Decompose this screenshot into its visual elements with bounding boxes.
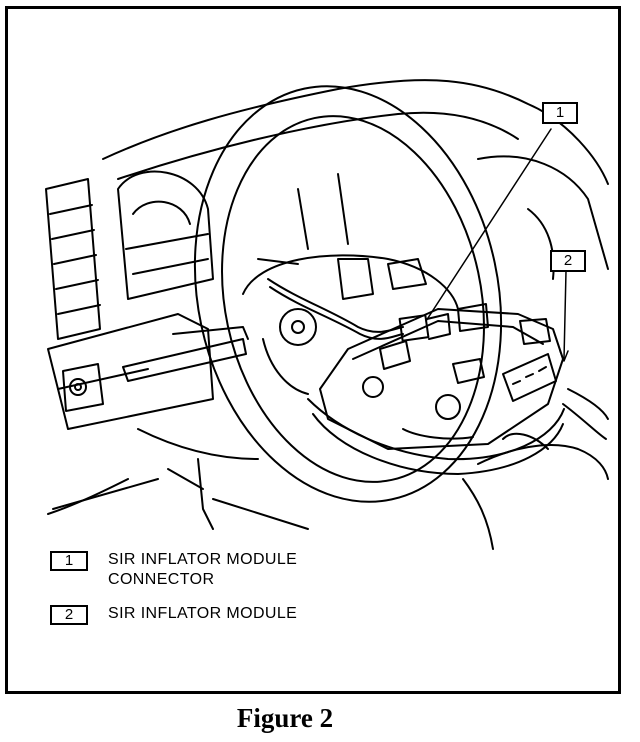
steering-wheel-hub bbox=[242, 254, 459, 395]
legend-label-2: SIR INFLATOR MODULE bbox=[108, 605, 298, 622]
hand-left bbox=[47, 478, 129, 515]
inflator-module bbox=[307, 303, 565, 475]
legend-number-1: 1 bbox=[50, 551, 88, 571]
steering-wheel-rim bbox=[193, 85, 503, 503]
figure-frame: 1 2 1 SIR INFLATOR MODULE CONNECTOR 2 SI… bbox=[5, 6, 621, 694]
wiring-harness bbox=[267, 278, 404, 333]
legend-number-2: 2 bbox=[50, 605, 88, 625]
air-vent-left bbox=[45, 178, 101, 340]
leader-line-1 bbox=[425, 128, 552, 322]
headlamp-switch-knob bbox=[62, 363, 104, 412]
hand-right bbox=[462, 388, 609, 550]
callout-1: 1 bbox=[542, 102, 578, 124]
legend-item-1: 1 SIR INFLATOR MODULE CONNECTOR bbox=[50, 550, 297, 590]
callout-2: 2 bbox=[550, 250, 586, 272]
dashboard-outline bbox=[102, 79, 609, 185]
legend-label-1: SIR INFLATOR MODULE CONNECTOR bbox=[108, 551, 298, 588]
steering-wheel-illustration bbox=[45, 79, 609, 550]
figure-caption: Figure 2 bbox=[236, 703, 334, 733]
leader-line-2 bbox=[563, 270, 567, 360]
legend-item-2: 2 SIR INFLATOR MODULE bbox=[50, 604, 297, 625]
instrument-cluster bbox=[117, 170, 214, 300]
turn-signal-stalk bbox=[122, 338, 247, 382]
